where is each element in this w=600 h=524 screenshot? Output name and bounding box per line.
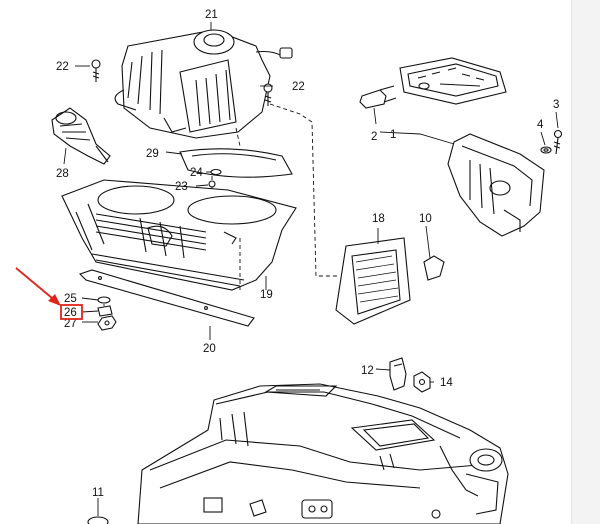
filter-element-18 xyxy=(335,237,411,325)
label-part-27: 27 xyxy=(64,318,77,330)
label-part-12: 12 xyxy=(361,365,374,377)
screw-22-left xyxy=(91,59,101,82)
relation-lines xyxy=(103,103,338,306)
clip-10 xyxy=(423,255,445,281)
page-edge-strip xyxy=(571,0,600,524)
nut-14 xyxy=(413,371,431,393)
leader-lines xyxy=(63,22,559,516)
valve-housing xyxy=(447,133,545,237)
washer-25 xyxy=(97,296,111,304)
label-part-11: 11 xyxy=(92,487,104,499)
label-part-22-left: 22 xyxy=(56,61,69,73)
washer-24 xyxy=(210,168,222,176)
connector-2 xyxy=(359,85,397,109)
blower-motor-assembly xyxy=(114,29,293,139)
label-part-28: 28 xyxy=(56,168,69,180)
bracket-12 xyxy=(389,357,407,391)
label-part-3: 3 xyxy=(553,99,559,111)
heater-box-assembly xyxy=(137,383,509,524)
highlight-annotation xyxy=(15,267,83,320)
label-part-25: 25 xyxy=(64,293,77,305)
clip-26 xyxy=(97,305,113,317)
label-part-1: 1 xyxy=(390,129,396,141)
part-labels: 21 22 22 2 1 3 4 29 24 23 28 18 10 19 20… xyxy=(56,9,559,499)
label-part-4: 4 xyxy=(537,119,544,131)
label-part-18: 18 xyxy=(372,213,385,225)
label-part-14: 14 xyxy=(440,377,453,389)
label-part-23: 23 xyxy=(175,181,188,193)
seal-strip-20 xyxy=(78,269,255,327)
nut-27 xyxy=(97,315,117,331)
gasket-29 xyxy=(179,148,293,178)
label-part-10: 10 xyxy=(419,213,432,225)
control-unit xyxy=(399,57,507,105)
label-part-29: 29 xyxy=(146,148,159,160)
label-part-26: 26 xyxy=(64,307,77,319)
label-part-20: 20 xyxy=(203,343,216,355)
screw-3 xyxy=(553,129,563,155)
label-part-19: 19 xyxy=(260,289,273,301)
resistor-28 xyxy=(51,107,111,165)
washer-4 xyxy=(540,146,552,154)
label-part-21: 21 xyxy=(205,9,218,21)
highlight-box-part-26 xyxy=(60,304,83,320)
blower-housing-19 xyxy=(61,179,297,291)
part-11-fitting xyxy=(87,516,109,524)
red-arrow-icon xyxy=(15,267,59,304)
red-arrowhead-icon xyxy=(48,294,61,306)
label-part-24: 24 xyxy=(190,167,203,179)
label-part-22-right: 22 xyxy=(292,81,305,93)
label-part-2: 2 xyxy=(371,131,377,143)
